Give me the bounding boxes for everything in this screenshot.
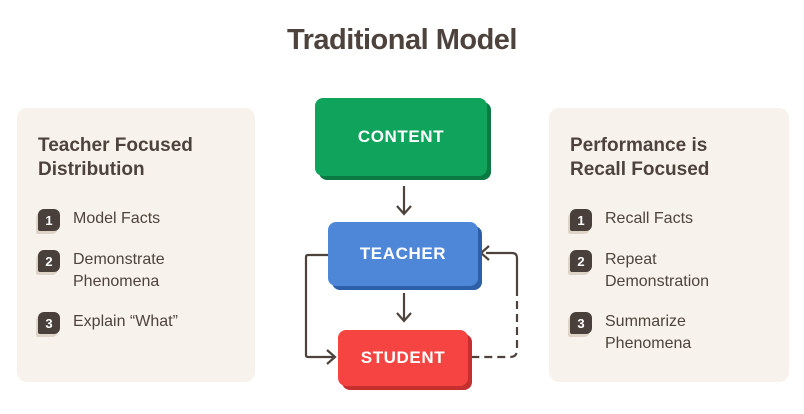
list-item-label: Repeat Demonstration — [605, 249, 709, 293]
arrowhead-down-icon — [396, 312, 412, 323]
arrowhead-right-icon — [326, 349, 337, 365]
list-item-line: Summarize — [605, 313, 686, 330]
right-panel-recall-focused: Performance is Recall Focused 1 Recall F… — [549, 108, 789, 382]
list-item-line: Phenomena — [605, 335, 692, 352]
arrow-right-loop-solid-part — [486, 251, 519, 288]
arrowhead-down-icon — [396, 205, 412, 216]
right-panel-items: 1 Recall Facts 2 Repeat Demonstration 3 … — [570, 208, 769, 355]
number-badge: 3 — [570, 312, 592, 334]
right-panel-heading-line1: Performance is — [570, 135, 708, 156]
list-item-label: Demonstrate Phenomena — [73, 249, 165, 293]
list-item-label: Model Facts — [73, 208, 160, 230]
list-item-line: Repeat — [605, 251, 657, 268]
list-item-label: Explain “What” — [73, 311, 178, 333]
page-title: Traditional Model — [287, 24, 517, 56]
flow-node-content: CONTENT — [315, 98, 487, 176]
left-panel-heading-line2: Distribution — [38, 159, 145, 180]
number-badge: 1 — [570, 209, 592, 231]
number-badge: 3 — [38, 312, 60, 334]
list-item: 3 Summarize Phenomena — [570, 311, 769, 355]
list-item-line: Recall Facts — [605, 210, 694, 227]
right-panel-heading-line2: Recall Focused — [570, 159, 710, 180]
list-item: 3 Explain “What” — [38, 311, 235, 334]
list-item: 2 Demonstrate Phenomena — [38, 249, 235, 293]
left-panel-items: 1 Model Facts 2 Demonstrate Phenomena 3 … — [38, 208, 235, 334]
number-badge: 2 — [38, 250, 60, 272]
list-item: 1 Recall Facts — [570, 208, 769, 231]
number-badge: 1 — [38, 209, 60, 231]
arrow-right-loop-dashed-part — [472, 288, 519, 359]
left-panel-heading: Teacher Focused Distribution — [38, 134, 235, 182]
list-item-line: Phenomena — [73, 273, 160, 290]
list-item: 1 Model Facts — [38, 208, 235, 231]
flow-node-student: STUDENT — [338, 330, 468, 386]
list-item-line: Demonstrate — [73, 251, 165, 268]
arrowhead-left-icon — [479, 245, 490, 261]
list-item-label: Recall Facts — [605, 208, 693, 230]
list-item-line: Demonstration — [605, 273, 710, 290]
left-panel-heading-line1: Teacher Focused — [38, 135, 193, 156]
right-panel-heading: Performance is Recall Focused — [570, 134, 769, 182]
list-item-line: Model Facts — [73, 210, 161, 227]
list-item-label: Summarize Phenomena — [605, 311, 691, 355]
flow-node-teacher: TEACHER — [328, 222, 478, 286]
left-panel-teacher-focused: Teacher Focused Distribution 1 Model Fac… — [17, 108, 255, 382]
arrow-left-loop-solid — [304, 253, 333, 359]
number-badge: 2 — [570, 250, 592, 272]
list-item-line: Explain “What” — [73, 313, 178, 330]
list-item: 2 Repeat Demonstration — [570, 249, 769, 293]
